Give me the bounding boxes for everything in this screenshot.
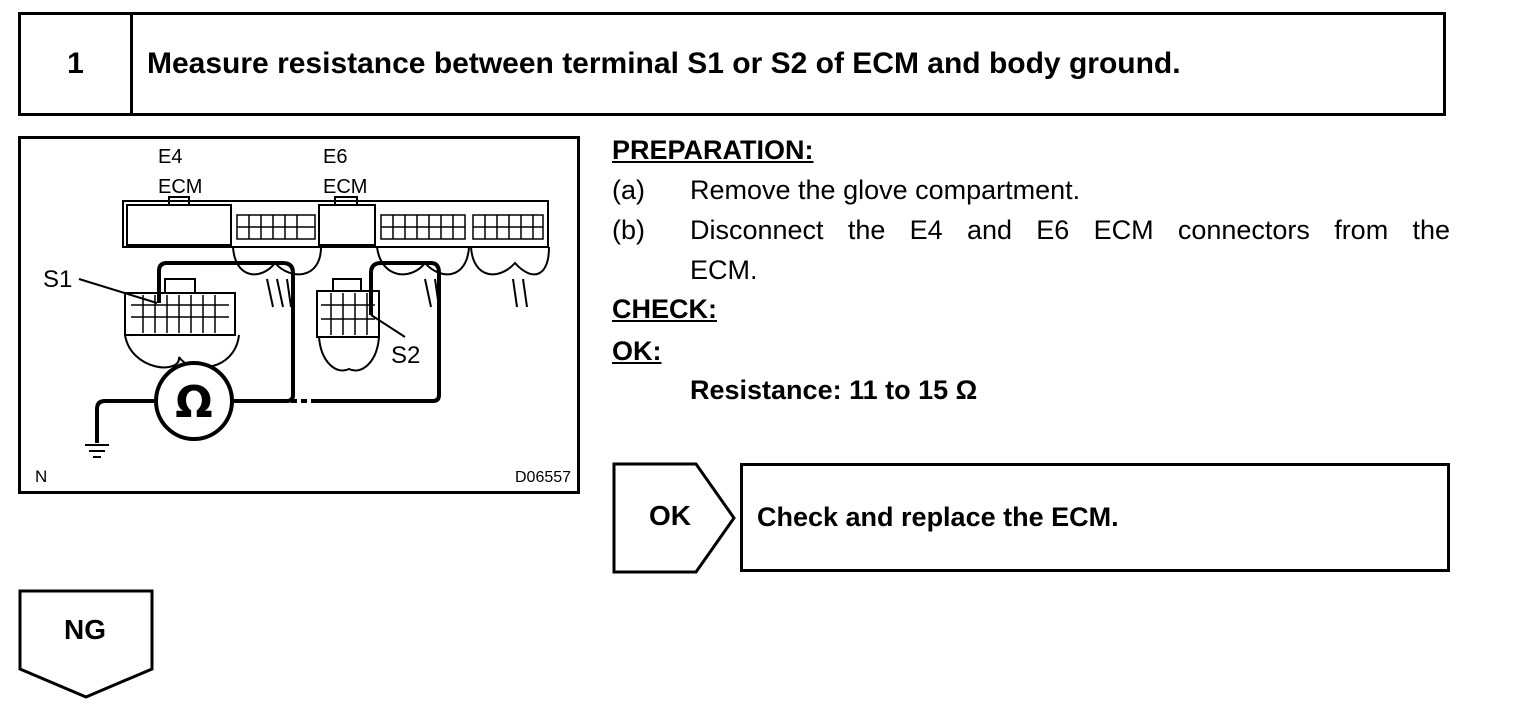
ok-arrow-shape xyxy=(612,462,736,574)
preparation-heading: PREPARATION: xyxy=(612,135,814,165)
prep-item-b-marker: (b) xyxy=(612,215,645,245)
check-heading: CHECK: xyxy=(612,294,717,324)
prep-item-b-text-line2: ECM. xyxy=(690,255,758,285)
ok-heading: OK: xyxy=(612,336,662,366)
e6-label: E6 xyxy=(323,146,347,168)
ng-arrow-shape xyxy=(18,589,154,699)
e4-ecm-label: ECM xyxy=(158,176,202,198)
diagram-svg: E4 ECM E6 ECM S1 S2 N D06557 xyxy=(35,146,571,486)
ground-icon xyxy=(85,444,109,458)
step-header: 1 Measure resistance between terminal S1… xyxy=(18,12,1446,116)
ok-action-text: Check and replace the ECM. xyxy=(757,502,1119,532)
ohm-symbol: Ω xyxy=(175,377,212,428)
s1-connector xyxy=(78,278,240,369)
probe-leads xyxy=(95,261,441,443)
s2-label: S2 xyxy=(391,342,420,369)
s2-connector xyxy=(316,278,406,372)
corner-label-n: N xyxy=(35,467,47,486)
resistance-spec: Resistance: 11 to 15 Ω xyxy=(690,375,978,405)
ng-branch-label: NG xyxy=(64,614,106,645)
prep-item-b-text-line1: Disconnect the E4 and E6 ECM connectors … xyxy=(690,215,1450,245)
ok-action-box: Check and replace the ECM. xyxy=(740,463,1450,572)
ohmmeter: Ω xyxy=(154,361,234,441)
step-number: 1 xyxy=(21,15,133,113)
s1-label: S1 xyxy=(43,266,72,293)
prep-item-a-marker: (a) xyxy=(612,175,645,205)
e4-label: E4 xyxy=(158,146,182,168)
wiring-diagram: E4 ECM E6 ECM S1 S2 N D06557 xyxy=(18,136,580,494)
ok-branch-label: OK xyxy=(649,500,691,531)
prep-item-a-text: Remove the glove compartment. xyxy=(690,175,1081,205)
step-title: Measure resistance between terminal S1 o… xyxy=(147,47,1181,80)
e6-ecm-label: ECM xyxy=(323,176,367,198)
diagram-code: D06557 xyxy=(515,469,571,486)
